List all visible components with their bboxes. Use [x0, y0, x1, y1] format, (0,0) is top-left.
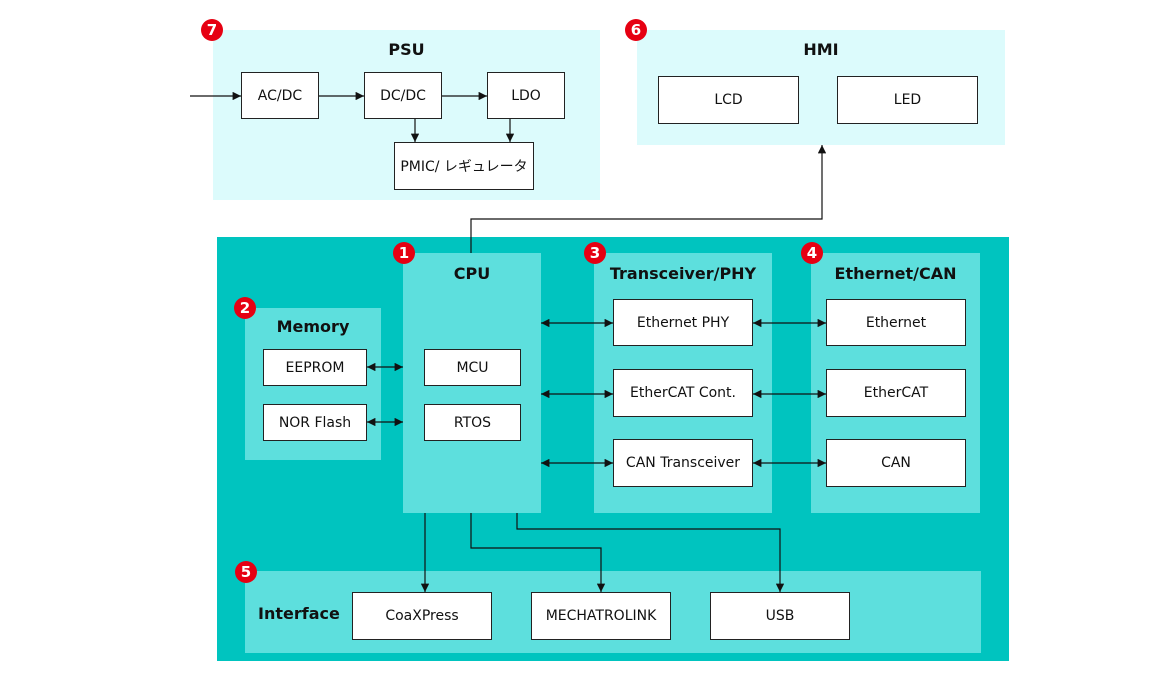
cpu-usb-arrow — [516, 513, 785, 592]
usb-box: USB — [710, 592, 850, 640]
psu-badge: 7 — [201, 19, 223, 41]
dcdc-box: DC/DC — [364, 72, 442, 119]
interface-badge: 5 — [235, 561, 257, 583]
ethernet-can-title: Ethernet/CAN — [834, 264, 957, 283]
ethercat-cont-box: EtherCAT Cont. — [613, 369, 753, 417]
cpu-title: CPU — [453, 264, 491, 283]
cpu-badge: 1 — [393, 242, 415, 264]
interface-title: Interface — [258, 604, 340, 623]
hmi-badge: 6 — [625, 19, 647, 41]
coaxpress-box: CoaXPress — [352, 592, 492, 640]
ethercat-box: EtherCAT — [826, 369, 966, 417]
led-box: LED — [837, 76, 978, 124]
cpu-mechatrolink-arrow — [470, 513, 606, 592]
mcu-box: MCU — [424, 349, 521, 386]
eeprom-box: EEPROM — [263, 349, 367, 386]
rtos-box: RTOS — [424, 404, 521, 441]
transceiver-badge: 3 — [584, 242, 606, 264]
lcd-box: LCD — [658, 76, 799, 124]
ldo-box: LDO — [487, 72, 565, 119]
nor-flash-box: NOR Flash — [263, 404, 367, 441]
ethernet-phy-box: Ethernet PHY — [613, 299, 753, 346]
ethernet-box: Ethernet — [826, 299, 966, 346]
memory-title: Memory — [276, 317, 350, 336]
pmic-box: PMIC/ レギュレータ — [394, 142, 534, 190]
can-transceiver-box: CAN Transceiver — [613, 439, 753, 487]
cpu-to-hmi-arrow — [470, 145, 827, 253]
ethernet-can-badge: 4 — [801, 242, 823, 264]
mechatrolink-box: MECHATROLINK — [531, 592, 671, 640]
acdc-box: AC/DC — [241, 72, 319, 119]
hmi-title: HMI — [803, 40, 839, 59]
memory-badge: 2 — [234, 297, 256, 319]
can-box: CAN — [826, 439, 966, 487]
psu-title: PSU — [388, 40, 425, 59]
transceiver-title: Transceiver/PHY — [609, 264, 757, 283]
